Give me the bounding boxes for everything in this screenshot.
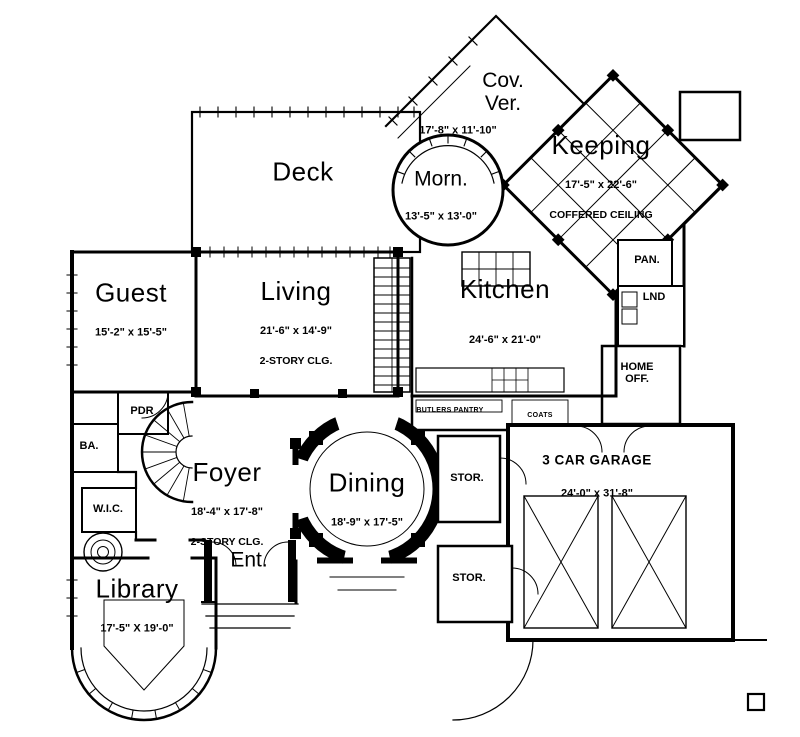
room-note-living: 2-STORY CLG. — [259, 354, 333, 367]
room-name-entry: Ent. — [230, 548, 268, 572]
storage-rooms — [436, 434, 539, 624]
room-name-guest: Guest — [95, 277, 167, 308]
room-label-storage2: STOR. — [452, 556, 485, 602]
entry-shape — [134, 538, 299, 629]
room-dims-kitchen: 24'-6" x 21'-0" — [469, 333, 541, 346]
room-dims-morn: 13'-5" x 13'-0" — [405, 210, 477, 223]
room-name-library: Library — [95, 573, 179, 604]
room-label-cov-ver: Cov. Ver. — [482, 53, 524, 133]
room-label-coats: COATS — [527, 395, 552, 437]
room-dims-dining: 18'-9" x 17'-5" — [331, 516, 403, 529]
butlers-pantry-corridor — [410, 394, 651, 453]
room-label-pantry: PAN. — [634, 238, 659, 284]
room-name-dining: Dining — [328, 467, 406, 498]
room-name-wic: W.I.C. — [93, 503, 123, 516]
room-label-dining: Dining 18'-9" x 17'-5" — [329, 452, 406, 547]
room-name-home-office: HOME OFF. — [620, 361, 654, 385]
driveway-arc — [452, 639, 534, 721]
room-name-coats: COATS — [527, 412, 553, 420]
turret-spiral-stair — [83, 532, 123, 572]
room-label-entry: Ent. — [230, 532, 267, 589]
room-label-deck: Deck — [272, 141, 333, 204]
room-name-bath: BA. — [79, 440, 99, 453]
room-dims-cov-ver: 17'-8" x 11'-10" — [419, 105, 496, 154]
room-label-butlers-pantry: BUTLERS PANTRY — [416, 390, 483, 432]
room-name-cov-ver: Cov. Ver. — [482, 69, 524, 115]
morning-room-shape — [391, 133, 505, 247]
fireplace-chimney — [678, 90, 742, 142]
front-door-arcs — [211, 541, 289, 567]
room-name-kitchen: Kitchen — [459, 274, 551, 305]
room-name-morn: Morn. — [414, 167, 468, 191]
room-dims-text-cov-ver: 17'-8" x 11'-10" — [419, 124, 497, 137]
room-dims-keeping: 17'-5" x 22'-6" — [565, 178, 637, 191]
room-label-laundry: LND — [643, 275, 666, 321]
room-dims-living: 21'-6" x 14'-9" — [260, 324, 332, 337]
room-name-pantry: PAN. — [634, 254, 660, 267]
room-label-guest: Guest 15'-2" x 15'-5" — [95, 262, 167, 357]
library-bay-window — [70, 646, 218, 722]
dining-room-shape — [287, 409, 446, 591]
room-label-garage: 3 CAR GARAGE 24'-0" x 31'-8" — [542, 436, 652, 517]
garage-shape — [452, 423, 767, 721]
room-label-home-office: HOME OFF. — [621, 345, 654, 403]
room-name-garage: 3 CAR GARAGE — [542, 452, 652, 468]
room-label-bath: BA. — [80, 424, 99, 470]
room-label-morn: Morn. 13'-5" x 13'-0" — [405, 151, 477, 240]
room-label-foyer: Foyer 18'-4" x 17'-8" 2-STORY CLG. — [191, 441, 264, 565]
room-dims-library: 17'-5" X 19'-0" — [100, 622, 174, 635]
room-name-storage2: STOR. — [452, 572, 486, 585]
room-label-living: Living 21'-6" x 14'-9" 2-STORY CLG. — [260, 260, 333, 384]
room-dims-guest: 15'-2" x 15'-5" — [95, 326, 167, 339]
room-name-powder: PDR — [130, 405, 154, 418]
room-name-storage1: STOR. — [450, 472, 484, 485]
room-label-library: Library 17'-5" X 19'-0" — [96, 558, 179, 653]
room-name-living: Living — [260, 276, 332, 307]
main-staircase — [373, 256, 414, 398]
utility-rooms — [600, 182, 726, 426]
room-label-keeping: Keeping 17'-5" x 22'-6" COFFERED CEILING — [549, 114, 652, 238]
room-label-kitchen: Kitchen 24'-6" x 21'-0" — [460, 258, 550, 364]
garage-entry-door-arcs — [575, 425, 651, 453]
room-name-laundry: LND — [642, 291, 666, 304]
room-note-foyer: 2-STORY CLG. — [190, 535, 264, 548]
spiral-stair — [140, 400, 194, 504]
kitchen-shape — [410, 251, 618, 398]
covered-veranda-shape — [384, 14, 586, 139]
room-dims-garage: 24'-0" x 31'-8" — [561, 487, 633, 500]
room-label-wic: W.I.C. — [93, 487, 123, 533]
room-name-keeping: Keeping — [551, 130, 651, 161]
room-name-deck: Deck — [272, 156, 334, 187]
coats-closet — [511, 399, 569, 427]
room-label-powder: PDR — [130, 389, 153, 435]
room-name-foyer: Foyer — [192, 457, 262, 488]
room-dims-foyer: 18'-4" x 17'-8" — [191, 505, 263, 518]
room-label-storage1: STOR. — [450, 456, 483, 502]
room-name-butlers-pantry: BUTLERS PANTRY — [416, 407, 484, 415]
room-note-keeping: COFFERED CEILING — [549, 208, 653, 221]
